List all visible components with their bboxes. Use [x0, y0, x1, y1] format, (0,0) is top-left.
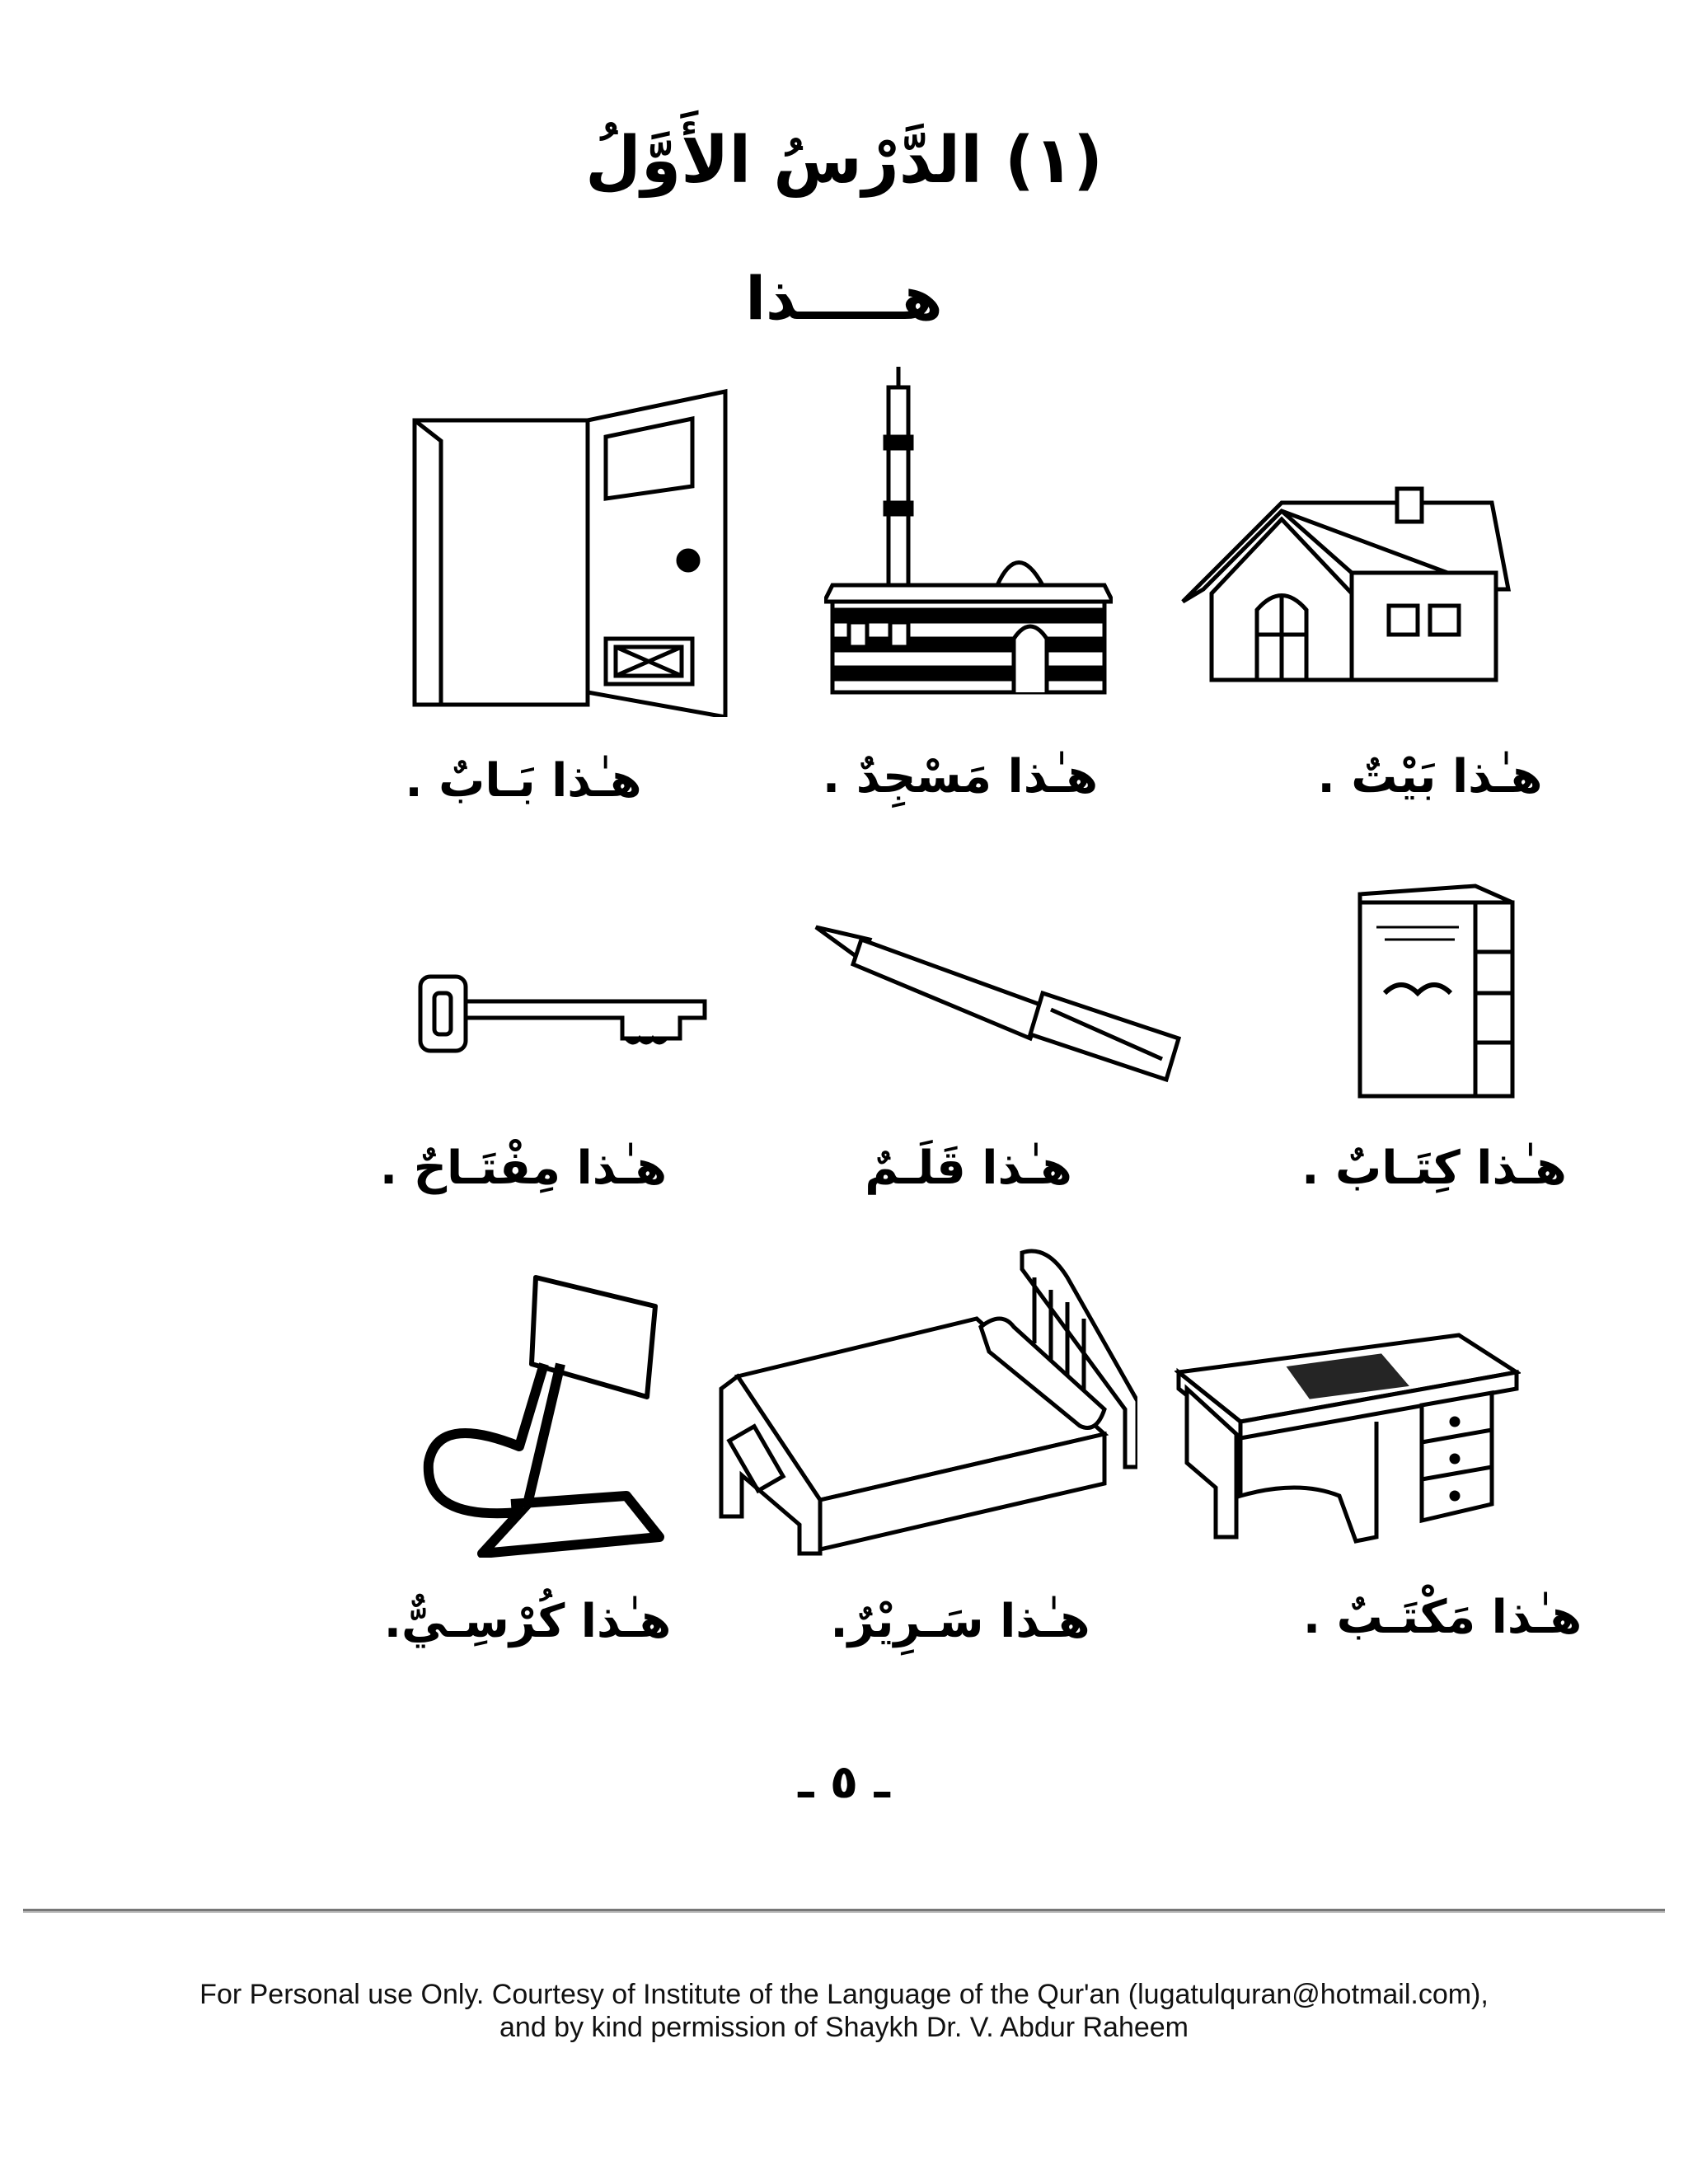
caption-book: هـٰذا كِتَـابٌ . [1301, 1141, 1567, 1195]
caption-chair: هـٰذا كُرْسِـيٌّ. [383, 1595, 672, 1648]
caption-door: هـٰذا بَـابٌ . [405, 754, 642, 808]
pen-icon [812, 915, 1191, 1088]
footer-line-2: and by kind permission of Shaykh Dr. V. … [499, 2012, 1189, 2043]
lesson-title: (١) الدَّرْسُ الأَوَّلُ [585, 124, 1103, 198]
lesson-subtitle: هـــــذا [745, 264, 943, 333]
caption-house: هـٰذا بَيْتٌ . [1317, 750, 1543, 804]
mosque-icon [824, 363, 1113, 701]
house-icon [1179, 482, 1512, 684]
chair-icon [420, 1273, 668, 1558]
footer-line-1: For Personal use Only. Courtesy of Insti… [199, 1979, 1489, 2010]
caption-mosque: هـٰذا مَسْجِدٌ . [822, 750, 1099, 804]
desk-icon [1175, 1331, 1521, 1554]
footer: For Personal use Only. Courtesy of Insti… [0, 1978, 1688, 2044]
caption-key: هـٰذا مِفْتَـاحٌ . [379, 1141, 668, 1195]
key-icon [416, 964, 713, 1063]
caption-pen: هـٰذا قَلَـمٌ [865, 1141, 1072, 1195]
book-icon [1352, 878, 1517, 1100]
page-number: ـ ٥ ـ [798, 1755, 890, 1809]
bed-icon [717, 1244, 1137, 1558]
caption-bed: هـٰذا سَـرِيْرٌ. [830, 1595, 1090, 1648]
caption-desk: هـٰذا مَكْتَـبٌ . [1302, 1591, 1582, 1644]
door-icon [408, 387, 729, 717]
footer-divider [23, 1909, 1665, 1913]
